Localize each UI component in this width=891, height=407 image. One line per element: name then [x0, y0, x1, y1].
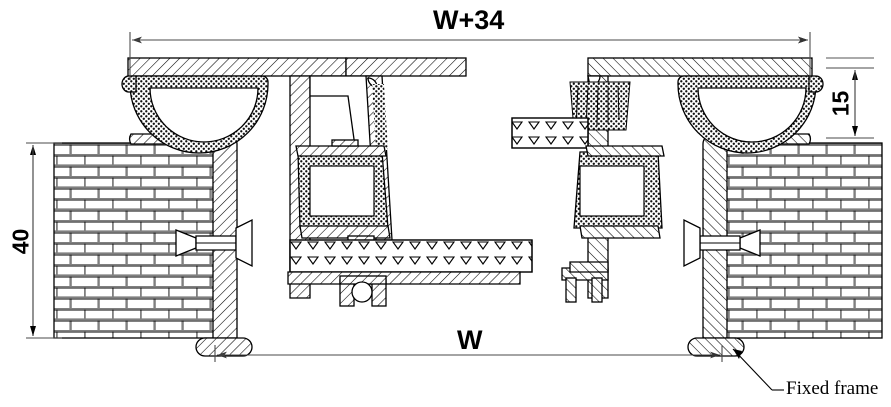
- right-head-profile: [587, 57, 813, 77]
- fixed-frame-label: Fixed frame: [786, 378, 879, 399]
- left-head-profile-inner: [345, 57, 467, 77]
- witness-lines: [129, 40, 874, 59]
- dimension-label-head-height: 15: [827, 90, 854, 117]
- fixed-frame-leader: [732, 348, 784, 391]
- dimension-label-wall-depth: 40: [7, 228, 34, 255]
- track-profile: [561, 261, 609, 303]
- right-anchor: [683, 218, 761, 268]
- left-gasket: [121, 75, 269, 154]
- right-frame-foot: [687, 337, 745, 357]
- dimension-label-clear-width: W: [457, 325, 483, 355]
- left-glazing-bead: [295, 139, 391, 245]
- right-gasket: [677, 75, 824, 154]
- roller-assembly: [351, 281, 373, 303]
- left-head-profile: [127, 57, 347, 77]
- left-glazing-panel: [289, 239, 533, 273]
- right-glazing-panel: [511, 117, 589, 149]
- dimension-label-overall-width: W+34: [433, 5, 505, 35]
- left-frame-foot: [195, 337, 253, 357]
- dimension-lines: [26, 32, 874, 362]
- left-bottom-rail: [287, 271, 521, 307]
- right-glazing-bead: [573, 145, 665, 239]
- left-anchor: [175, 218, 253, 268]
